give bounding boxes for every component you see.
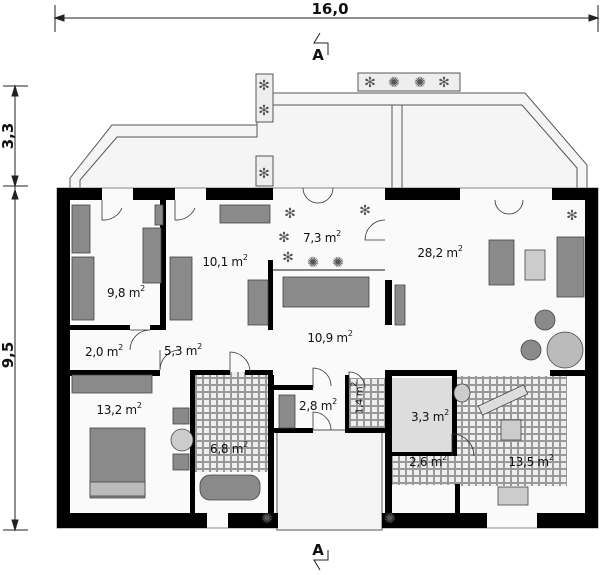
svg-text:✺: ✺: [307, 255, 319, 271]
svg-text:✺: ✺: [388, 75, 400, 91]
section-marker-bottom: A: [312, 541, 324, 559]
svg-text:✻: ✻: [359, 203, 371, 219]
svg-text:✻: ✻: [438, 75, 450, 91]
svg-text:✻: ✻: [566, 208, 578, 224]
room-label-pantry: 2,6 m2: [409, 453, 447, 470]
svg-text:✺: ✺: [384, 511, 396, 527]
furniture: [71, 204, 585, 506]
svg-text:✻: ✻: [258, 103, 270, 119]
svg-text:✻: ✻: [364, 75, 376, 91]
doors: [101, 187, 524, 457]
room-label-vestibule: 2,8 m2: [299, 397, 337, 414]
room-label-wc: 1,4 m2: [349, 381, 366, 415]
svg-text:✻: ✻: [282, 250, 294, 266]
room-label-bedroom-1: 9,8 m2: [107, 284, 145, 301]
house-depth-dimension: 9,5: [0, 341, 17, 369]
room-label-bedroom-2: 10,1 m2: [202, 253, 248, 270]
svg-text:✻: ✻: [258, 166, 270, 182]
dimension-lines: [3, 5, 600, 571]
room-label-hall: 10,9 m2: [307, 329, 353, 346]
room-label-kitchen: 13,5 m2: [508, 453, 554, 470]
plant-icons: ✻ ✻ ✻ ✻ ✺ ✺ ✻ ✻ ✻ ✻ ✻ ✺ ✺ ✻ ✺ ✺: [258, 75, 578, 527]
svg-text:✻: ✻: [258, 78, 270, 94]
room-label-bathroom: 6,8 m2: [210, 440, 248, 457]
svg-text:✺: ✺: [414, 75, 426, 91]
walls: [57, 188, 598, 528]
terrace-depth-dimension: 3,3: [0, 122, 17, 150]
svg-text:✻: ✻: [278, 230, 290, 246]
room-label-winter-garden: 7,3 m2: [303, 229, 341, 246]
room-label-living-room: 28,2 m2: [417, 244, 463, 261]
svg-text:✺: ✺: [261, 511, 273, 527]
room-label-closet: 2,0 m2: [85, 343, 123, 360]
room-label-utility-room: 3,3 m2: [411, 408, 449, 425]
terrace: [69, 72, 588, 189]
room-label-corridor: 5,3 m2: [164, 342, 202, 359]
room-label-master-bedroom: 13,2 m2: [96, 401, 142, 418]
width-dimension: 16,0: [311, 0, 349, 18]
section-marker-top: A: [312, 46, 324, 64]
svg-text:✻: ✻: [284, 206, 296, 222]
svg-text:✺: ✺: [332, 255, 344, 271]
